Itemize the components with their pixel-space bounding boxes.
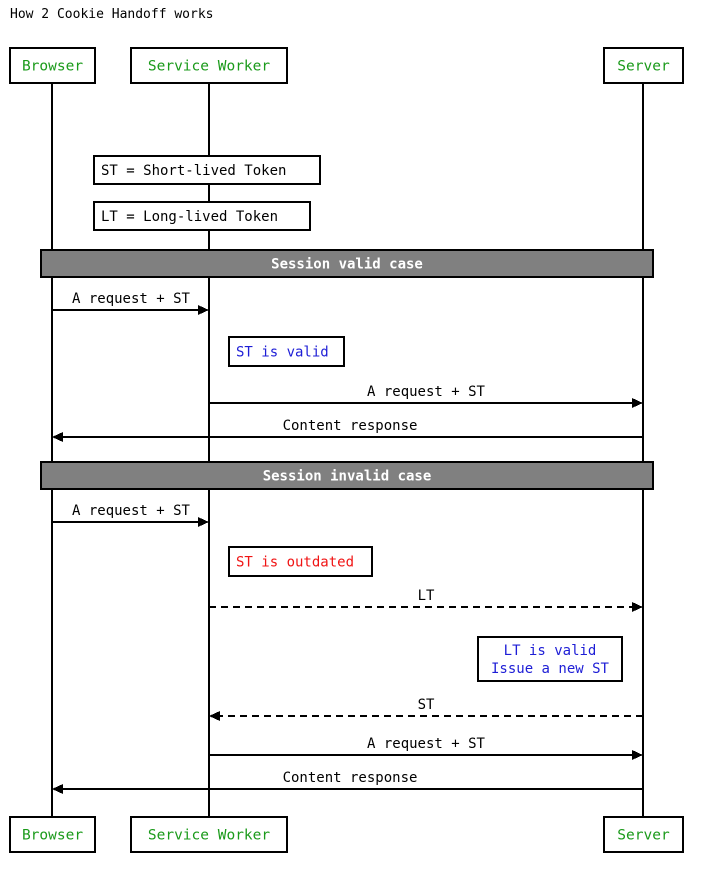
participant-label: Browser [22, 59, 83, 75]
participant-label: Service Worker [148, 59, 270, 75]
message-label: LT [418, 588, 435, 604]
message-0: A request + ST [52, 291, 209, 315]
arrow-head-icon [209, 711, 220, 721]
note-box [93, 155, 321, 185]
note-text-line: ST is outdated [236, 555, 354, 571]
participant-label: Server [617, 828, 670, 844]
message-6: A request + ST [209, 736, 643, 760]
note-text-line: ST is valid [236, 345, 329, 361]
notes-group: ST = Short-lived Token LT = Long-lived To… [93, 155, 623, 682]
note-box [93, 201, 311, 231]
message-label: Content response [283, 770, 418, 786]
participant-box [603, 816, 684, 853]
note-text-line: ST = Short-lived Token [101, 163, 286, 179]
section-bar-label: Session invalid case [263, 469, 432, 485]
participant-sw-header: Service Worker [130, 47, 288, 84]
section-bar-rect [40, 461, 654, 490]
message-label: A request + ST [367, 736, 486, 752]
participant-server-footer: Server [603, 816, 684, 853]
arrow-head-icon [632, 750, 643, 760]
message-label: A request + ST [367, 384, 486, 400]
participant-box [603, 47, 684, 84]
message-4: LT [209, 588, 643, 612]
message-label: Content response [283, 418, 418, 434]
section-bar-0: Session valid case [40, 249, 654, 278]
participant-box [130, 816, 288, 853]
note-text-line: LT is valid [504, 643, 597, 659]
section-bar-label: Session valid case [271, 257, 423, 273]
participant-label: Server [617, 59, 670, 75]
message-5: ST [209, 697, 643, 721]
messages-group: A request + ST A request + ST Content resp… [52, 291, 643, 794]
note-1: ST is outdated [228, 546, 373, 577]
note-text-line: LT = Long-lived Token [101, 209, 278, 225]
arrow-head-icon [52, 784, 63, 794]
section-bar-1: Session invalid case [40, 461, 654, 490]
participant-sw-footer: Service Worker [130, 816, 288, 853]
participant-label: Service Worker [148, 828, 270, 844]
note-0: ST is valid [228, 336, 345, 367]
participant-box [9, 47, 96, 84]
participant-label: Browser [22, 828, 83, 844]
diagram-title: How 2 Cookie Handoff works [10, 7, 214, 22]
lifelines-group [51, 83, 644, 817]
message-3: A request + ST [52, 503, 209, 527]
note-box [228, 336, 345, 367]
message-7: Content response [52, 770, 643, 794]
participant-box [9, 816, 96, 853]
message-2: Content response [52, 418, 643, 442]
participant-server-header: Server [603, 47, 684, 84]
legend-note-1: LT = Long-lived Token [93, 201, 311, 231]
note-text-line: Issue a new ST [491, 661, 610, 677]
arrow-head-icon [52, 432, 63, 442]
legend-note-0: ST = Short-lived Token [93, 155, 321, 185]
participant-box [130, 47, 288, 84]
diagram-title-group: How 2 Cookie Handoff works [10, 7, 214, 22]
message-label: A request + ST [72, 503, 191, 519]
participant-browser-footer: Browser [9, 816, 96, 853]
arrow-head-icon [198, 305, 209, 315]
note-box [477, 636, 623, 682]
message-1: A request + ST [209, 384, 643, 408]
message-label: A request + ST [72, 291, 191, 307]
message-label: ST [418, 697, 435, 713]
note-box [228, 546, 373, 577]
arrow-head-icon [198, 517, 209, 527]
participant-browser-header: Browser [9, 47, 96, 84]
arrow-head-icon [632, 602, 643, 612]
arrow-head-icon [632, 398, 643, 408]
section-bar-rect [40, 249, 654, 278]
